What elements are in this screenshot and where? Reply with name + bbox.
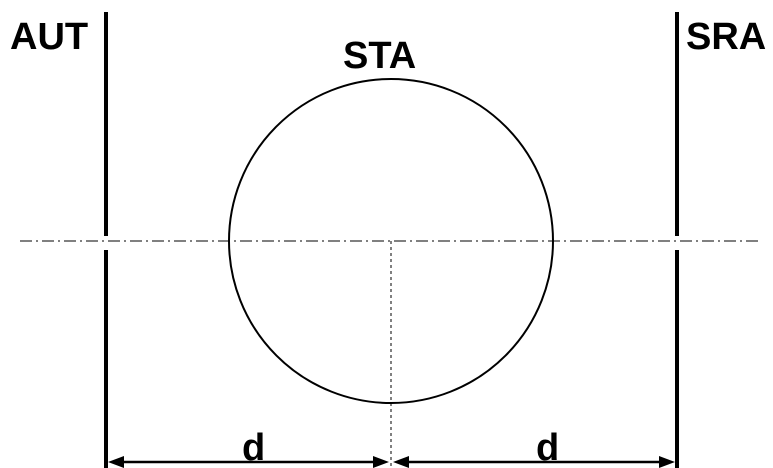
- label-sta: STA: [343, 35, 416, 77]
- label-sra: SRA: [686, 16, 766, 58]
- right-dimension-arrow: [393, 456, 675, 468]
- label-distance-left: d: [242, 427, 265, 468]
- label-distance-right: d: [536, 427, 559, 468]
- left-dimension-arrow: [108, 456, 389, 468]
- label-aut: AUT: [10, 16, 88, 58]
